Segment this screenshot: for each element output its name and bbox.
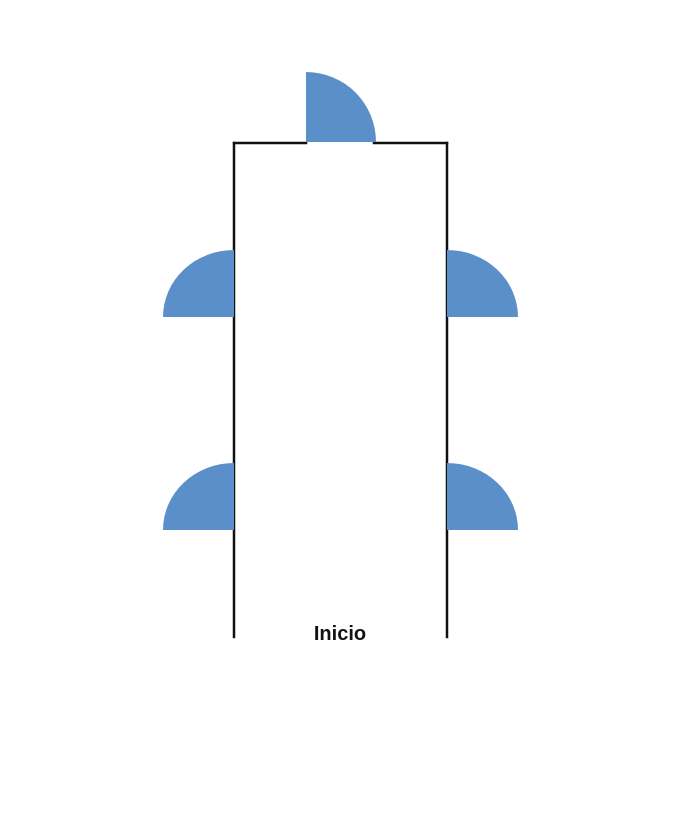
door-right-lower[interactable] — [447, 463, 518, 530]
door-left-lower[interactable] — [163, 463, 234, 530]
door-right-upper[interactable] — [447, 250, 518, 317]
start-label: Inicio — [313, 623, 367, 645]
door-top[interactable] — [306, 72, 376, 142]
door-left-upper[interactable] — [163, 250, 234, 317]
